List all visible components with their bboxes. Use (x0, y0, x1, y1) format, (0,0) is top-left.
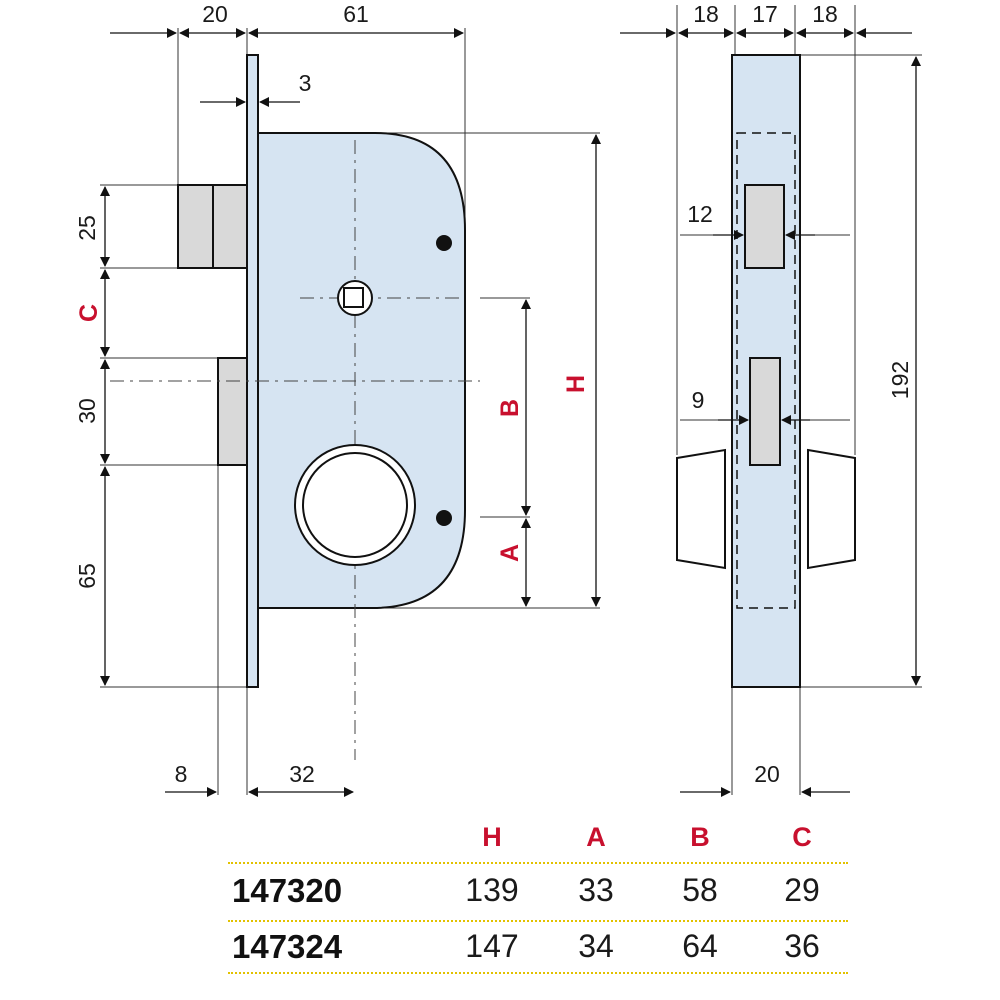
dim-latch-height: 30 (74, 398, 100, 424)
table-row: 147320 139 33 58 29 (228, 872, 848, 918)
dim-bolt-height: 25 (74, 215, 100, 241)
table-separator (228, 972, 848, 974)
dim-side-total-height: 192 (887, 361, 913, 399)
side-view: 18 17 18 12 9 192 20 (620, 1, 922, 797)
table-cell-b: 64 (682, 928, 718, 964)
table-cell-c: 29 (784, 872, 820, 908)
dim-side-latch-width: 9 (692, 387, 705, 413)
product-code: 147320 (232, 872, 343, 909)
table-cell-b: 58 (682, 872, 718, 908)
cylinder-left (676, 448, 726, 570)
table-cell-h: 147 (465, 928, 519, 964)
follower-square (343, 287, 364, 308)
side-latch (749, 357, 781, 466)
face-plate (246, 54, 259, 688)
label-a: A (496, 544, 524, 562)
table-cell-c: 36 (784, 928, 820, 964)
dim-side-top-mid: 17 (752, 1, 778, 27)
dim-plate-thickness: 3 (299, 70, 312, 96)
dim-front-top-right: 61 (343, 1, 369, 27)
dim-lower-height: 65 (74, 563, 100, 589)
front-view: 20 61 3 25 C 30 65 B A H 8 32 (74, 1, 601, 797)
table-separator (228, 920, 848, 922)
dim-side-bottom: 20 (754, 761, 780, 787)
label-h: H (562, 375, 590, 393)
product-code: 147324 (232, 928, 343, 965)
table-cell-h: 139 (465, 872, 519, 908)
dim-front-top-left: 20 (202, 1, 228, 27)
table-header-row: H A B C (228, 822, 848, 868)
screw-hole-top (436, 235, 452, 251)
dim-side-top-left: 18 (693, 1, 719, 27)
table-header-c: C (792, 822, 812, 852)
front-extension-lines (100, 28, 600, 795)
label-b: B (496, 399, 524, 417)
table-header-h: H (482, 822, 502, 852)
screw-hole-bottom (436, 510, 452, 526)
label-c: C (75, 304, 103, 322)
dim-bottom-left: 8 (175, 761, 188, 787)
side-dead-bolt (744, 184, 785, 269)
side-dimension-lines (620, 28, 921, 797)
dim-side-bolt-width: 12 (687, 201, 713, 227)
table-row: 147324 147 34 64 36 (228, 928, 848, 974)
latch-bolt (217, 357, 248, 466)
side-extension-lines (676, 5, 922, 795)
dim-bottom-right: 32 (289, 761, 315, 787)
side-case-hidden (736, 132, 796, 609)
table-cell-a: 34 (578, 928, 614, 964)
front-dimension-lines (100, 28, 601, 797)
table-separator (228, 862, 848, 864)
dim-side-top-right: 18 (812, 1, 838, 27)
cylinder-right (807, 448, 856, 570)
cylinder-hole-inner (302, 452, 408, 558)
table-header-b: B (690, 822, 710, 852)
table-cell-a: 33 (578, 872, 614, 908)
table-header-a: A (586, 822, 606, 852)
